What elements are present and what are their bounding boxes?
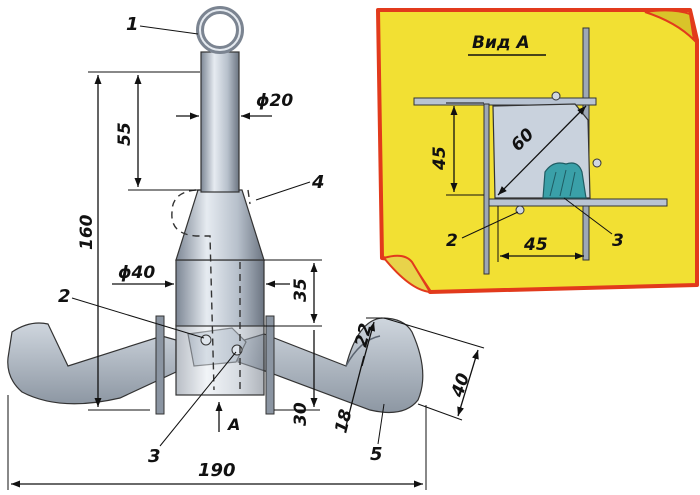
dim-line-22 (361, 321, 376, 367)
anchor-taper (175, 189, 265, 261)
anchor-hidden-taper-outline (171, 189, 215, 391)
inset-bottom-plate (484, 198, 668, 207)
inset-label-nut: 3 (612, 231, 624, 251)
anchor-left-arm (7, 322, 177, 405)
dim-arm-thickness: 18 (331, 407, 356, 435)
leader-part-1 (139, 25, 199, 35)
anchor-shaft (200, 51, 240, 193)
inset-panel: Вид А 45 60 45 2 3 (376, 8, 699, 294)
inset-page-curl-bottom (382, 254, 432, 294)
inset-bolt-head-top (551, 91, 561, 101)
inset-left-rod (483, 103, 490, 275)
inset-dim-60-diagonal (497, 105, 587, 196)
inset-leader-2 (461, 211, 519, 239)
inset-bolt-head-right (592, 158, 602, 168)
dim-total-width: 190 (198, 460, 236, 481)
anchor-right-arm (237, 317, 424, 413)
inset-dim-width: 45 (523, 235, 548, 255)
inset-page-curl-top (644, 9, 696, 43)
anchor-hub (175, 259, 265, 327)
leader-part-3 (159, 351, 237, 447)
dim-shaft-length: 55 (115, 122, 135, 146)
leader-part-2 (71, 297, 205, 339)
leader-part-5 (377, 403, 385, 445)
dim-total-height: 160 (77, 214, 97, 250)
dim-line-40 (457, 349, 479, 417)
dim-base-height: 30 (291, 402, 311, 426)
label-part-2: 2 (58, 286, 71, 307)
inset-label-bolt: 2 (446, 231, 458, 251)
anchor-bolt-head (200, 334, 212, 346)
inset-dim-height: 45 (430, 146, 450, 171)
leader-part-4 (255, 181, 311, 201)
label-part-4: 4 (311, 172, 325, 193)
label-part-5: 5 (370, 444, 383, 465)
dim-shaft-diameter: ϕ20 (256, 91, 293, 111)
dim-hub-height: 35 (291, 278, 311, 302)
dim-hub-diameter: ϕ40 (118, 263, 155, 283)
anchor-right-lug (265, 315, 275, 415)
anchor-left-lug (155, 315, 165, 415)
anchor-main-view: 160 55 ϕ20 ϕ40 35 30 18 22 40 (7, 6, 485, 490)
inset-title: Вид А (472, 33, 530, 53)
inset-top-plate (413, 97, 597, 106)
label-part-1: 1 (126, 14, 139, 35)
anchor-hub-base (175, 324, 265, 396)
inset-leader-3 (563, 197, 613, 235)
inset-weld-nut (542, 162, 587, 199)
dim-line-18 (345, 355, 365, 427)
label-part-3: 3 (148, 446, 161, 467)
view-arrow-label: А (226, 415, 240, 434)
